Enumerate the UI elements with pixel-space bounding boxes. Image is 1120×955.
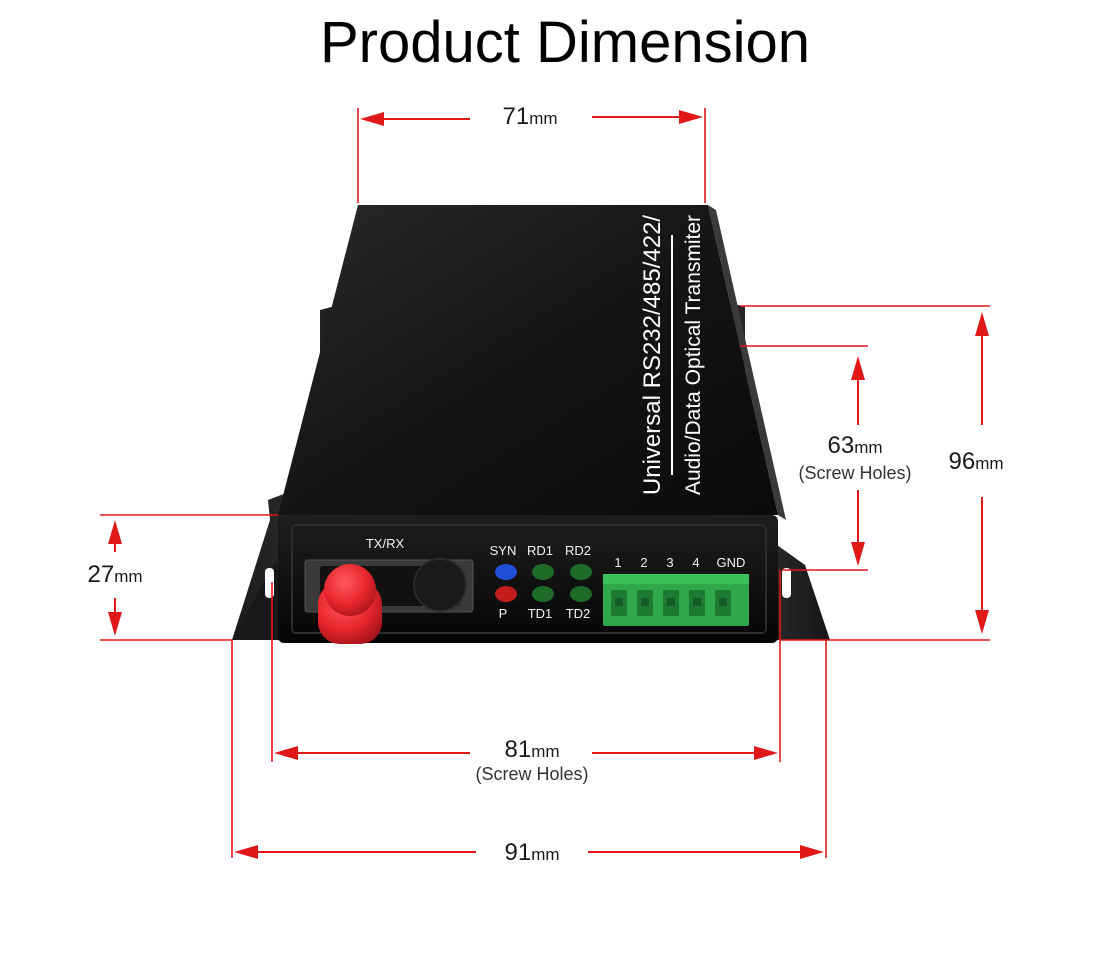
dim-width-top-unit: mm	[529, 109, 557, 128]
dim-height-total: 96mm	[948, 448, 1003, 475]
terminal-block	[603, 574, 749, 626]
terminal-label: 3	[666, 555, 673, 570]
led-label-rd1: RD1	[527, 543, 553, 558]
led-label-td2: TD2	[566, 606, 591, 621]
dim-width-screw-unit: mm	[531, 742, 559, 761]
device-illustration: Universal RS232/485/422/ Audio/Data Opti…	[232, 205, 830, 644]
led-td1	[532, 586, 554, 602]
top-label: Universal RS232/485/422/ Audio/Data Opti…	[639, 215, 705, 496]
dim-width-screw-note: (Screw Holes)	[475, 764, 588, 784]
dim-height-total-value: 96	[948, 448, 975, 475]
dim-width-total-unit: mm	[531, 845, 559, 864]
fiber-port-socket	[413, 558, 467, 612]
led-label-rd2: RD2	[565, 543, 591, 558]
terminal-label: GND	[717, 555, 746, 570]
device-top-cover	[278, 205, 778, 515]
device-top-edge-right	[708, 205, 786, 520]
dim-width-screw: 81mm	[504, 736, 559, 763]
terminal-label: 1	[614, 555, 621, 570]
dim-width-total-value: 91	[504, 839, 531, 866]
dim-height-screw-note: (Screw Holes)	[798, 463, 911, 483]
page-title: Product Dimension	[320, 10, 810, 75]
led-p	[495, 586, 517, 602]
dim-width-top-value: 71	[502, 103, 529, 130]
led-rd2	[570, 564, 592, 580]
dim-height-total-unit: mm	[975, 454, 1003, 473]
port-label: TX/RX	[366, 536, 405, 551]
dim-thickness-value: 27	[87, 561, 114, 588]
dim-height-screw-unit: mm	[854, 438, 882, 457]
top-label-line1: Universal RS232/485/422/	[639, 215, 666, 496]
led-label-td1: TD1	[528, 606, 553, 621]
screw-hole-right	[782, 568, 791, 598]
led-label-syn: SYN	[490, 543, 517, 558]
dim-height-screw: 63mm	[827, 432, 882, 459]
dim-width-top: 71mm	[502, 103, 557, 130]
dim-width-screw-value: 81	[504, 736, 531, 763]
terminal-labels: 1 2 3 4 GND	[614, 555, 745, 570]
terminal-label: 2	[640, 555, 647, 570]
terminal-label: 4	[692, 555, 699, 570]
led-td2	[570, 586, 592, 602]
dim-thickness: 27mm	[87, 561, 142, 588]
led-syn	[495, 564, 517, 580]
dim-width-total: 91mm	[504, 839, 559, 866]
dimension-annotations: 71mm 96mm 63mm (Screw Holes) 27mm	[87, 103, 1003, 866]
led-label-p: P	[499, 606, 508, 621]
dim-thickness-unit: mm	[114, 567, 142, 586]
dim-height-screw-value: 63	[827, 432, 854, 459]
top-label-line2: Audio/Data Optical Transmiter	[682, 215, 705, 495]
led-rd1	[532, 564, 554, 580]
